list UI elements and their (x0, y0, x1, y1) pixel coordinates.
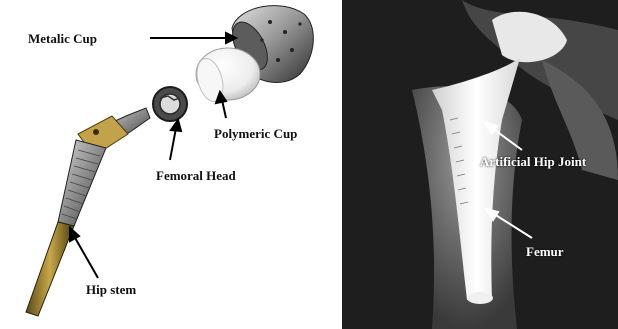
implant-diagram-panel: Metalic Cup Polymeric Cup Femoral Head H… (0, 0, 338, 329)
label-hip-stem: Hip stem (86, 282, 136, 298)
xray-panel: Artificial Hip Joint Femur (342, 0, 618, 329)
implant-illustration (0, 0, 338, 329)
label-femur: Femur (526, 244, 564, 260)
label-femoral-head: Femoral Head (156, 168, 236, 184)
label-artificial-hip-joint: Artificial Hip Joint (480, 154, 586, 170)
polymeric-cup-shape (193, 48, 260, 104)
femoral-head-shape (153, 87, 187, 121)
label-polymeric-cup: Polymeric Cup (214, 126, 297, 142)
label-metalic-cup: Metalic Cup (28, 31, 97, 47)
